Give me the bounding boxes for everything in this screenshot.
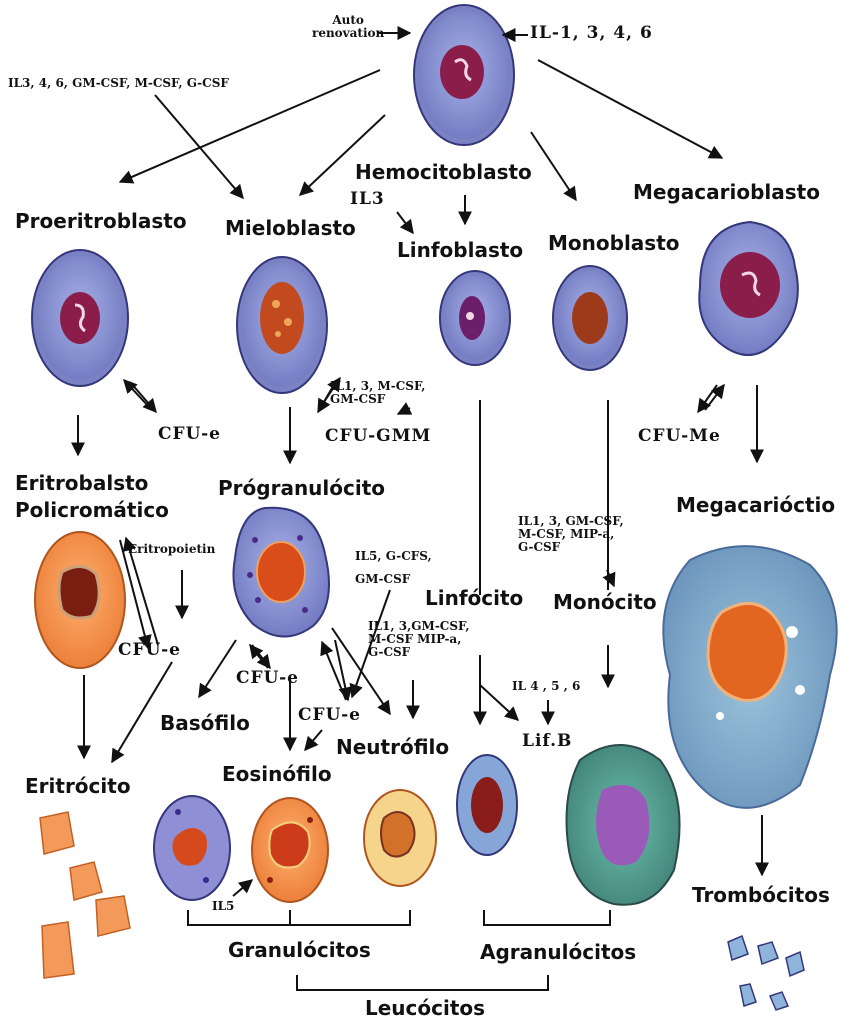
eritroblasto-cell bbox=[35, 532, 125, 668]
eritroblasto-label: Eritrobalsto Policromático bbox=[15, 470, 169, 524]
trombocitos-cells bbox=[728, 936, 804, 1010]
monoblasto-cell bbox=[553, 266, 627, 370]
il5-gcfs-label: IL5, G-CFS, GM-CSF bbox=[355, 545, 432, 591]
megacariocito-cell bbox=[663, 546, 836, 808]
il-lif-label: IL 4 , 5 , 6 bbox=[512, 680, 580, 693]
cfu-e-label-2: CFU-e bbox=[118, 642, 181, 659]
il5-label: IL5 bbox=[212, 900, 234, 913]
mieloblasto-cell bbox=[237, 257, 327, 393]
megacariocito-label: Megacarióctio bbox=[676, 495, 835, 515]
basofilo-cell bbox=[154, 796, 230, 900]
cfu-me-label: CFU-Me bbox=[638, 428, 721, 445]
basofilo-label: Basófilo bbox=[160, 713, 250, 733]
progranulocito-cell bbox=[233, 508, 329, 637]
leucocitos-label: Leucócitos bbox=[365, 998, 485, 1018]
megacarioblasto-label: Megacarioblasto bbox=[633, 182, 820, 202]
monocito-cell bbox=[567, 745, 680, 905]
il-top-label: IL-1, 3, 4, 6 bbox=[530, 25, 653, 42]
cfu-e-label-4: CFU-e bbox=[298, 707, 361, 724]
il3-label: IL3 bbox=[350, 191, 385, 208]
hemocitoblasto-cell bbox=[414, 5, 514, 145]
lifb-label: Lif.B bbox=[522, 733, 572, 750]
progranulocito-label: Prógranulócito bbox=[218, 478, 385, 498]
cfu-gmm-label: CFU-GMM bbox=[325, 428, 431, 445]
auto-renovation-label: Auto renovation bbox=[312, 14, 384, 40]
agranulocitos-label: Agranulócitos bbox=[480, 942, 636, 962]
eritropoietin-label: Eritropoietin bbox=[128, 543, 215, 556]
linfocito-label: Linfócito bbox=[425, 588, 523, 608]
eosinofilo-cell bbox=[252, 798, 328, 902]
eritrocito-cells bbox=[40, 812, 130, 978]
cfu-e-label-3: CFU-e bbox=[236, 670, 299, 687]
eosinofilo-label: Eosinófilo bbox=[222, 764, 332, 784]
linfoblasto-cell bbox=[440, 271, 510, 365]
granulocitos-label: Granulócitos bbox=[228, 940, 371, 960]
linfoblasto-label: Linfoblasto bbox=[397, 240, 523, 260]
monoblasto-label: Monoblasto bbox=[548, 233, 680, 253]
proeritroblasto-label: Proeritroblasto bbox=[15, 211, 187, 231]
megacarioblasto-cell bbox=[699, 222, 798, 355]
eritrocito-label: Eritrócito bbox=[25, 776, 131, 796]
trombocitos-label: Trombócitos bbox=[692, 885, 830, 905]
mieloblasto-label: Mieloblasto bbox=[225, 218, 356, 238]
proeritroblasto-cell bbox=[32, 250, 128, 386]
monocito-label: Monócito bbox=[553, 592, 657, 612]
neutrofilo-cell bbox=[364, 790, 436, 886]
il-left-label: IL3, 4, 6, GM-CSF, M-CSF, G-CSF bbox=[8, 77, 229, 90]
neutrofilo-label: Neutrófilo bbox=[336, 737, 449, 757]
hemocitoblasto-label: Hemocitoblasto bbox=[355, 162, 532, 182]
cfu-e-label-1: CFU-e bbox=[158, 426, 221, 443]
il-neutro-label: IL1, 3,GM-CSF, M-CSF MIP-a, G-CSF bbox=[368, 620, 470, 660]
il-gmm-label: IL1, 3, M-CSF, GM-CSF bbox=[330, 380, 425, 406]
linfocito-cell bbox=[457, 755, 517, 855]
il-mono-label: IL1, 3, GM-CSF, M-CSF, MIP-a, G-CSF bbox=[518, 515, 624, 555]
